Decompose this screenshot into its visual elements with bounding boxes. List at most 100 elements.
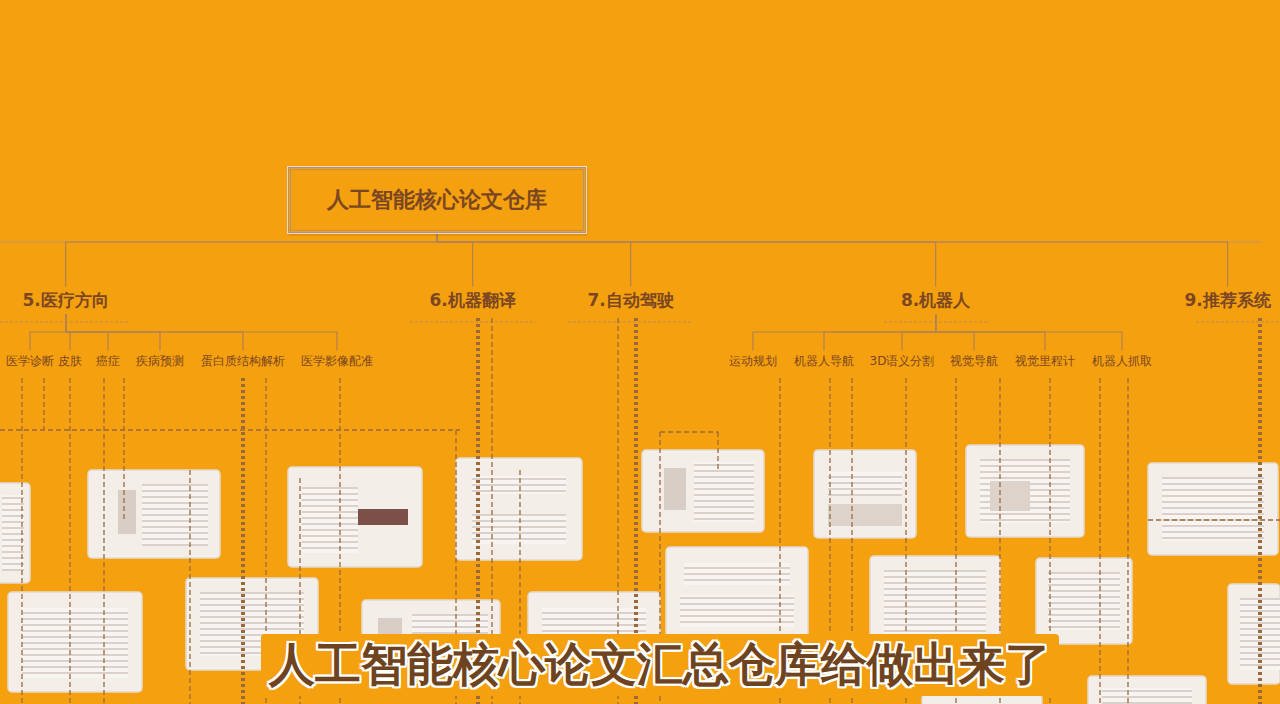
node-text: 人工智能核心论文仓库 bbox=[327, 185, 547, 215]
caption-text: 人工智能核心论文汇总仓库给做出来了 bbox=[269, 637, 1051, 691]
paper-text bbox=[472, 514, 566, 544]
paper-text bbox=[684, 563, 790, 585]
topic-label: 癌症 bbox=[94, 351, 122, 372]
node-text: 视觉导航 bbox=[950, 353, 998, 370]
topic-label: 3D语义分割 bbox=[868, 351, 937, 372]
category-heading: 9.推荐系统 bbox=[1182, 287, 1274, 314]
category-heading: 5.医疗方向 bbox=[20, 287, 112, 314]
category-heading: 8.机器人 bbox=[898, 287, 973, 314]
paper-figure bbox=[358, 509, 408, 525]
paper-text bbox=[302, 487, 358, 553]
node-text: 癌症 bbox=[96, 353, 120, 370]
node-text: 医学诊断 bbox=[6, 353, 54, 370]
paper-thumbnail bbox=[666, 547, 808, 639]
topic-label: 机器人导航 bbox=[792, 351, 856, 372]
paper-figure bbox=[828, 504, 902, 526]
category-heading: 6.机器翻译 bbox=[427, 287, 519, 314]
topic-label: 视觉里程计 bbox=[1013, 351, 1077, 372]
heading-underline bbox=[568, 322, 692, 323]
dotted-column bbox=[241, 378, 245, 704]
dashed-leader bbox=[21, 378, 22, 704]
node-text: 9.推荐系统 bbox=[1185, 289, 1271, 312]
paper-thumbnail bbox=[1088, 676, 1206, 704]
node-text: 7.自动驾驶 bbox=[588, 289, 674, 312]
paper-thumbnail bbox=[456, 458, 582, 560]
dashed-leader bbox=[189, 470, 190, 704]
paper-text bbox=[22, 608, 128, 678]
heading-underline bbox=[884, 322, 990, 323]
paper-text bbox=[1162, 477, 1264, 541]
topic-label: 机器人抓取 bbox=[1090, 351, 1154, 372]
heading-underline bbox=[0, 322, 128, 323]
dashed-leader bbox=[123, 378, 124, 520]
paper-text bbox=[828, 472, 902, 496]
dashed-leader bbox=[660, 431, 718, 432]
tree-connector bbox=[936, 314, 1122, 351]
dashed-leader bbox=[43, 378, 44, 430]
topic-label: 蛋白质结构解析 bbox=[199, 351, 287, 372]
node-text: 8.机器人 bbox=[901, 289, 970, 312]
paper-text bbox=[694, 462, 754, 522]
dashed-leader bbox=[1099, 378, 1100, 704]
node-text: 3D语义分割 bbox=[870, 353, 935, 370]
heading-underline bbox=[410, 322, 536, 323]
node-text: 运动规划 bbox=[729, 353, 777, 370]
tree-connector bbox=[753, 314, 936, 351]
dashed-leader bbox=[69, 378, 70, 704]
tree-connector bbox=[437, 233, 936, 287]
paper-text bbox=[2, 495, 24, 571]
paper-figure bbox=[990, 481, 1030, 511]
tree-connector bbox=[902, 314, 936, 351]
paper-thumbnail bbox=[288, 467, 422, 567]
heading-underline bbox=[1196, 322, 1280, 323]
paper-thumbnail bbox=[0, 483, 30, 583]
topic-label: 皮肤 bbox=[56, 351, 84, 372]
tree-connector bbox=[66, 233, 437, 287]
paper-thumbnail bbox=[1228, 584, 1280, 684]
node-text: 机器人抓取 bbox=[1092, 353, 1152, 370]
node-text: 6.机器翻译 bbox=[430, 289, 516, 312]
paper-figure bbox=[118, 490, 136, 534]
tree-connector bbox=[66, 314, 337, 351]
node-text: 皮肤 bbox=[58, 353, 82, 370]
dashed-leader bbox=[717, 432, 718, 470]
node-text: 5.医疗方向 bbox=[23, 289, 109, 312]
paper-text bbox=[1048, 572, 1120, 630]
node-text: 医学影像配准 bbox=[301, 353, 373, 370]
dashed-leader bbox=[0, 429, 460, 430]
topic-label: 医学诊断 bbox=[4, 351, 56, 372]
tree-connector bbox=[437, 233, 473, 287]
root-box: 人工智能核心论文仓库 bbox=[288, 167, 586, 233]
tree-connector bbox=[437, 233, 631, 287]
paper-thumbnail bbox=[814, 450, 916, 538]
paper-figure bbox=[664, 468, 686, 510]
paper-text bbox=[472, 476, 566, 494]
paper-text bbox=[980, 459, 1070, 523]
paper-text bbox=[1102, 688, 1192, 704]
tree-connector bbox=[824, 314, 936, 351]
node-text: 蛋白质结构解析 bbox=[201, 353, 285, 370]
paper-thumbnail bbox=[88, 470, 220, 558]
video-caption: 人工智能核心论文汇总仓库给做出来了 bbox=[261, 634, 1059, 696]
tree-connector bbox=[437, 233, 1228, 287]
topic-label: 疾病预测 bbox=[134, 351, 186, 372]
node-text: 视觉里程计 bbox=[1015, 353, 1075, 370]
topic-label: 视觉导航 bbox=[948, 351, 1000, 372]
node-text: 疾病预测 bbox=[136, 353, 184, 370]
tree-connector bbox=[30, 314, 66, 351]
dashed-leader bbox=[1148, 519, 1280, 520]
dotted-column bbox=[1258, 318, 1262, 704]
topic-label: 运动规划 bbox=[727, 351, 779, 372]
dashed-leader bbox=[103, 378, 104, 704]
paper-text bbox=[680, 595, 794, 627]
paper-thumbnail bbox=[8, 592, 142, 692]
paper-text bbox=[884, 570, 986, 634]
paper-text bbox=[142, 484, 208, 546]
paper-thumbnail bbox=[966, 445, 1084, 537]
node-text: 机器人导航 bbox=[794, 353, 854, 370]
category-heading: 7.自动驾驶 bbox=[585, 287, 677, 314]
topic-label: 医学影像配准 bbox=[299, 351, 375, 372]
